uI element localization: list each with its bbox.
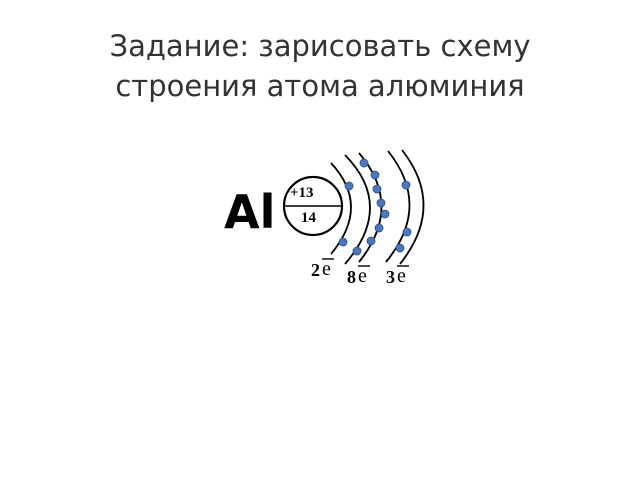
shell-count-1: 2 e: [311, 258, 334, 280]
element-symbol: Al: [224, 185, 275, 239]
title-line-1: Задание: зарисовать схему: [109, 29, 531, 63]
electron-shell-2-7: [366, 236, 376, 246]
nucleus-neutrons: 14: [301, 210, 317, 226]
shell-count-1-electron-symbol: e: [322, 258, 331, 280]
shell-arc-3a: [385, 150, 411, 263]
shell-count-2-number: 8: [347, 267, 356, 287]
electron-shell-1-2: [338, 237, 348, 247]
electron-shell-2-5: [380, 209, 390, 219]
shell-arc-1: [330, 162, 352, 255]
slide-title: Задание: зарисовать схему строения атома…: [0, 26, 640, 106]
shell-count-1-number: 2: [311, 260, 320, 280]
shell-arc-3b: [399, 149, 425, 265]
shell-count-2-electron-symbol: e: [358, 265, 367, 287]
electron-shell-3-1: [401, 180, 411, 190]
shell-count-3-number: 3: [386, 267, 395, 287]
nucleus-charge: +13: [290, 185, 314, 201]
shell-count-2: 8 e: [347, 265, 370, 287]
title-line-2: строения атома алюминия: [115, 69, 525, 103]
electron-shell-2-1: [359, 158, 369, 168]
electron-shell-3-3: [395, 243, 405, 253]
electron-shell-2-8: [352, 246, 362, 256]
shell-count-3-electron-symbol: e: [397, 265, 406, 287]
electron-shell-1-1: [344, 181, 354, 191]
shell-count-3: 3 e: [386, 265, 409, 287]
electron-shell-2-3: [372, 184, 382, 194]
electron-shell-2-2: [370, 170, 380, 180]
electron-shell-3-2: [402, 227, 412, 237]
electron-shell-2-4: [376, 198, 386, 208]
electrons: [338, 158, 412, 256]
electron-shell-2-6: [374, 223, 384, 233]
